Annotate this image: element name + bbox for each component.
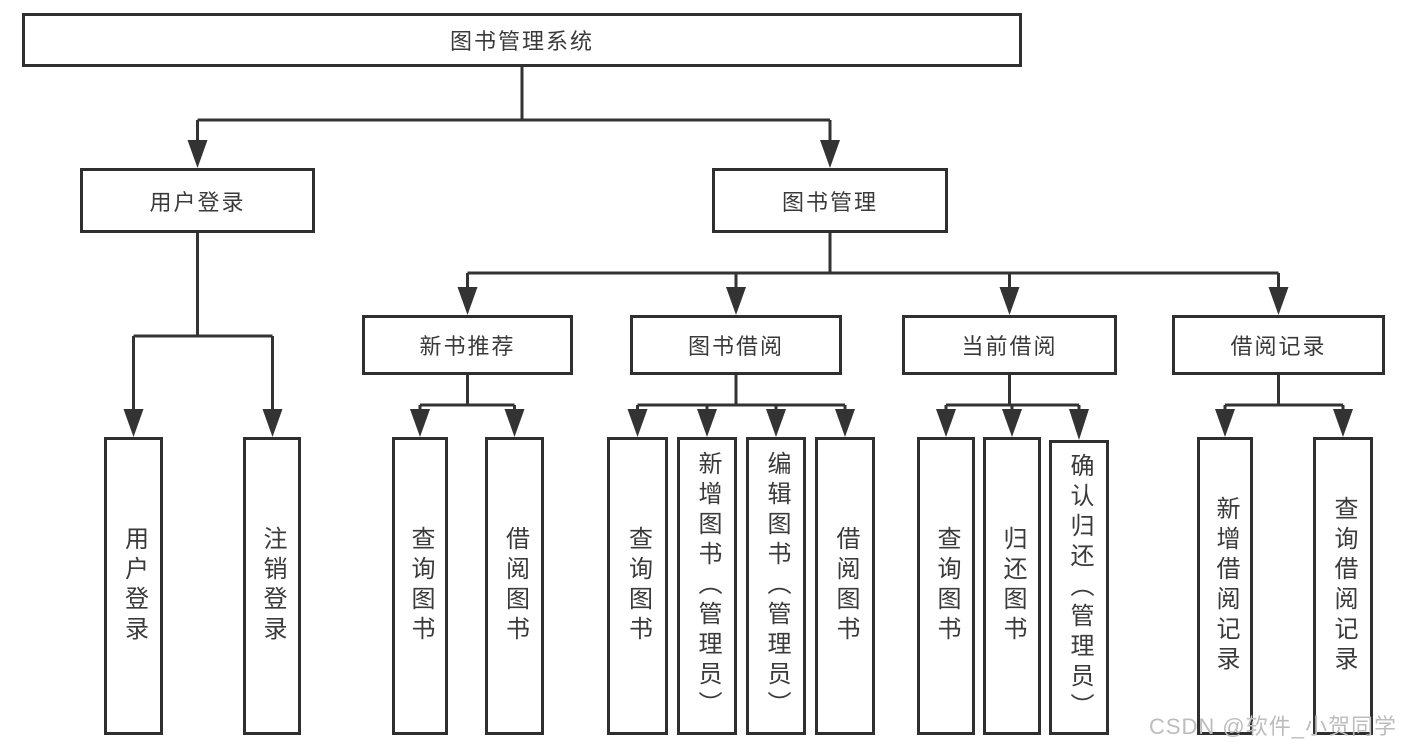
leaf-logout: 注销登录 <box>243 437 301 735</box>
leaf-borrow-books-rec: 借阅图书 <box>485 437 544 735</box>
leaf-borrow-books: 借阅图书 <box>815 437 875 735</box>
leaf-edit-books-admin: 编辑图书（管理员） <box>746 437 806 735</box>
connector-book-mgmt-to-level3 <box>457 233 1289 315</box>
connector-user-login-to-leaves <box>123 233 283 437</box>
node-user-login: 用户登录 <box>80 168 315 233</box>
connector-book-borrow-to-leaves <box>627 375 855 437</box>
leaf-return-books: 归还图书 <box>983 437 1041 735</box>
node-borrow-records: 借阅记录 <box>1172 315 1385 375</box>
leaf-query-borrow-record: 查询借阅记录 <box>1313 437 1373 735</box>
node-root: 图书管理系统 <box>22 13 1022 67</box>
connector-current-borrow-to-leaves <box>936 375 1089 440</box>
csdn-watermark: CSDN @软件_小贺同学 <box>1148 714 1397 739</box>
connector-root-to-level2 <box>187 67 840 168</box>
leaf-query-books-borrow: 查询图书 <box>607 437 668 735</box>
node-book-borrow: 图书借阅 <box>630 315 842 375</box>
leaf-add-borrow-record: 新增借阅记录 <box>1197 437 1253 735</box>
leaf-query-books-current: 查询图书 <box>917 437 975 735</box>
node-new-book-rec: 新书推荐 <box>362 315 573 375</box>
leaf-add-books-admin: 新增图书（管理员） <box>677 437 737 735</box>
leaf-user-login: 用户登录 <box>104 437 163 735</box>
node-book-mgmt: 图书管理 <box>712 168 948 233</box>
leaf-query-books-rec: 查询图书 <box>392 437 448 735</box>
leaf-confirm-return-admin: 确认归还（管理员） <box>1049 440 1109 735</box>
connector-borrow-records-to-leaves <box>1215 375 1353 437</box>
node-current-borrow: 当前借阅 <box>902 315 1117 375</box>
connector-new-book-rec-to-leaves <box>410 375 525 437</box>
